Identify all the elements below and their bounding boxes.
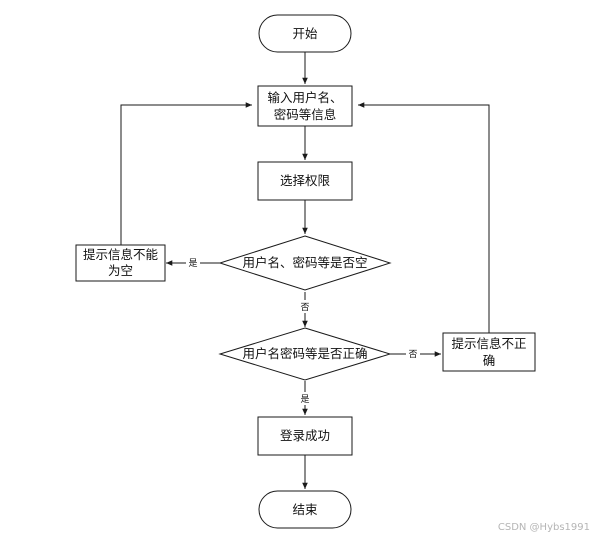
label-correct-no: 否 (408, 349, 417, 360)
empty-prompt-label-line-1: 提示信息不能 (83, 247, 159, 262)
incorrect-prompt-label-line-1: 提示信息不正 (451, 336, 526, 351)
end-label: 结束 (292, 502, 318, 517)
input-credentials-label-line-1: 输入用户名、 (267, 90, 342, 105)
label-correct-yes: 是 (300, 394, 309, 405)
select-role-label: 选择权限 (280, 173, 331, 188)
check-empty-decision: 用户名、密码等是否空 (218, 235, 392, 291)
check-correct-label: 用户名密码等是否正确 (242, 346, 367, 361)
empty-prompt-label-line-2: 为空 (108, 263, 133, 278)
check-correct-decision: 用户名密码等是否正确 (218, 327, 392, 381)
edge-incorrect-prompt-back-to-input (358, 102, 490, 333)
edge-labels: 是 否 否 是 (186, 256, 420, 405)
watermark-text: CSDN @Hybs1991 (498, 522, 590, 533)
check-empty-label: 用户名、密码等是否空 (242, 255, 367, 270)
incorrect-prompt-node: 提示信息不正 确 (442, 332, 536, 372)
label-empty-no: 否 (300, 302, 309, 313)
input-credentials-label-line-2: 密码等信息 (274, 107, 337, 122)
end-node: 结束 (258, 490, 352, 529)
start-label: 开始 (292, 26, 318, 41)
incorrect-prompt-label-line-2: 确 (483, 353, 496, 368)
start-node: 开始 (258, 14, 352, 53)
select-role-node: 选择权限 (257, 161, 353, 201)
login-success-label: 登录成功 (280, 428, 330, 443)
edge-empty-prompt-back-to-input (120, 102, 252, 245)
empty-prompt-node: 提示信息不能 为空 (75, 244, 166, 282)
input-credentials-node: 输入用户名、 密码等信息 (257, 85, 353, 127)
login-success-node: 登录成功 (257, 416, 353, 456)
label-empty-yes: 是 (188, 258, 197, 269)
